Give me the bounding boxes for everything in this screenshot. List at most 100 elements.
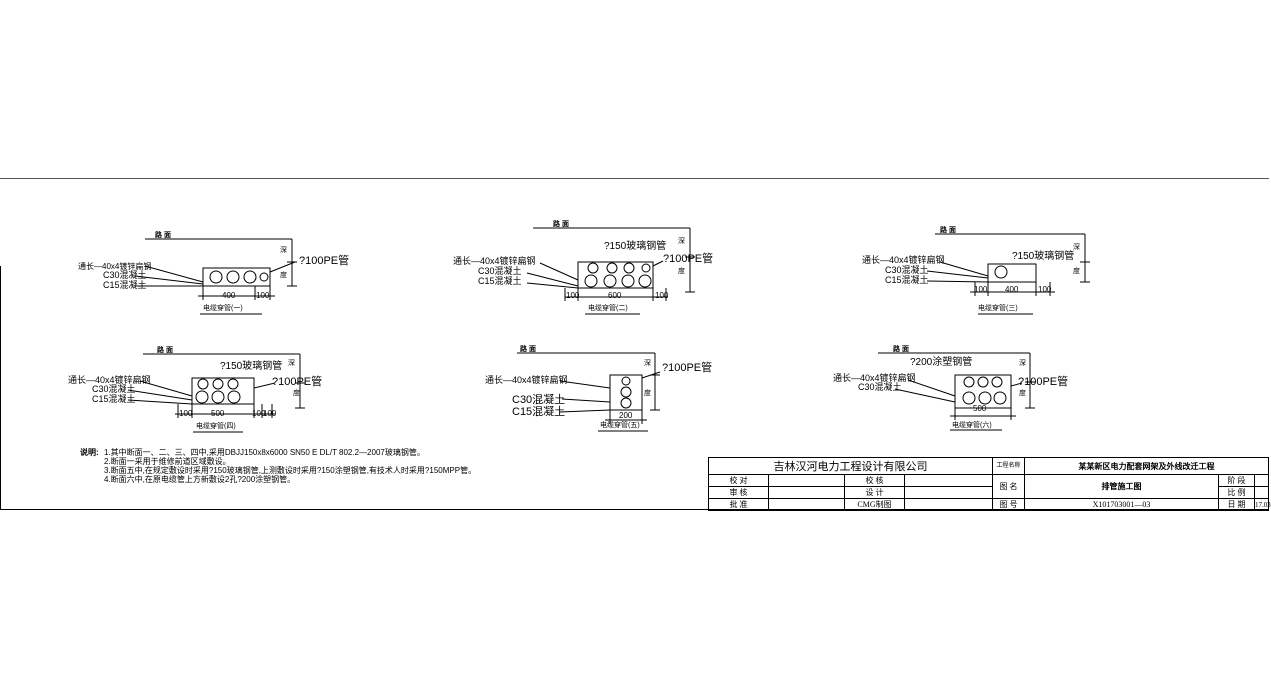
d1-depth-b: 度 [280, 272, 287, 279]
d5-layer-1: 通长—40x4镀锌扁钢 [485, 375, 568, 385]
tb-r2-c8 [1253, 474, 1270, 487]
d4-tube-label: ?100PE管 [272, 376, 323, 388]
d4-dim-4: 100 [263, 409, 277, 418]
tb-r2-c4 [904, 474, 993, 487]
d5-road: 路 面 [520, 346, 536, 353]
d3-caption: 电缆穿管(三) [978, 305, 1018, 312]
frame-bottom-line [0, 509, 1269, 510]
d6-layer-1: 通长—40x4镀锌扁钢 [833, 373, 916, 383]
d2-layer-3: C15混凝土 [478, 276, 522, 286]
d4-layer-3: C15混凝土 [92, 394, 136, 404]
d6-depth-b: 度 [1019, 390, 1026, 397]
d6-depth-a: 深 [1019, 360, 1026, 367]
d4-layer-2: C30混凝土 [92, 384, 136, 394]
tb-drawing-number: X101703001—03 [1024, 498, 1219, 511]
d4-depth-a: 深 [288, 360, 295, 367]
d2-extra-label: ?150玻璃钢管 [604, 241, 667, 252]
d2-dim-1: 100 [566, 291, 580, 300]
d4-road: 路 面 [157, 347, 173, 354]
d1-dim-1: 400 [222, 291, 236, 300]
d1-depth-a: 深 [280, 247, 287, 254]
d1-layer-2: C30混凝土 [103, 270, 147, 280]
tb-date: 17.03 [1253, 498, 1271, 511]
tb-r4-c5: 图 号 [992, 498, 1025, 511]
d4-layer-1: 通长—40x4镀锌扁钢 [68, 375, 151, 385]
d2-road: 路 面 [553, 221, 569, 228]
tb-r2-c1: 校 对 [708, 474, 769, 487]
frame-left-line [0, 266, 1, 510]
d4-depth-b: 度 [293, 390, 300, 397]
d5-layer-2: C30混凝土 [512, 394, 566, 406]
tb-r2-c3: 校 核 [844, 474, 905, 487]
detail-3-graphic [926, 233, 1090, 315]
d3-layer-3: C15混凝土 [885, 275, 929, 285]
d4-caption: 电缆穿管(四) [196, 423, 236, 430]
tb-project: 某某新区电力配套网架及外线改迁工程 [1023, 457, 1270, 475]
d4-dim-3: 100 [252, 409, 266, 418]
frame-top-line [0, 178, 1269, 179]
d4-extra-label: ?150玻璃钢管 [220, 361, 283, 372]
tb-r4-c7: 日 期 [1218, 498, 1255, 511]
note-line-2: 2.断面一采用于维修前道区域敷设。 [104, 457, 231, 466]
detail-1-graphic [134, 238, 297, 315]
d3-layer-2: C30混凝土 [885, 265, 929, 275]
tb-r4-c4 [904, 498, 993, 511]
d1-road: 路 面 [155, 232, 171, 239]
notes-lead: 说明: [80, 448, 99, 457]
tb-r2-c7: 阶 段 [1218, 474, 1255, 487]
d6-extra-label: ?200涂塑钢管 [910, 357, 973, 368]
tb-r3-c1: 审 核 [708, 486, 769, 499]
tb-r4-c3: CMG制图 [844, 498, 905, 511]
d2-layer-2: C30混凝土 [478, 266, 522, 276]
d3-extra-label: ?150玻璃钢管 [1012, 251, 1075, 262]
detail-5-graphic [517, 352, 661, 432]
d2-dim-2: 600 [608, 291, 622, 300]
detail-2-graphic [526, 227, 695, 315]
tb-r3-c8 [1253, 486, 1270, 499]
d6-dim-1: 500 [973, 404, 987, 413]
detail-4-graphic [127, 353, 305, 433]
tb-company: 吉林汉河电力工程设计有限公司 [708, 457, 993, 475]
d1-layer-3: C15混凝土 [103, 280, 147, 290]
d3-depth-a: 深 [1073, 244, 1080, 251]
d5-tube-label: ?100PE管 [662, 362, 713, 374]
d2-depth-a: 深 [678, 238, 685, 245]
d6-road: 路 面 [893, 346, 909, 353]
tb-r3-c7: 比 例 [1218, 486, 1255, 499]
d1-layer-1: 通长—40x4镀锌扁钢 [78, 262, 152, 271]
d5-dim-1: 200 [619, 411, 633, 420]
notes-block: 说明: 1.其中断面一、二、三、四中,采用DBJJ150x8x6000 SN50… [80, 448, 476, 484]
note-line-1: 1.其中断面一、二、三、四中,采用DBJJ150x8x6000 SN50 E D… [104, 448, 425, 457]
d5-depth-b: 度 [644, 390, 651, 397]
title-block: 吉林汉河电力工程设计有限公司 工程名称 某某新区电力配套网架及外线改迁工程 校 … [708, 457, 1271, 511]
d4-dim-2: 500 [211, 409, 225, 418]
d3-depth-b: 度 [1073, 268, 1080, 275]
tb-r2-c2 [768, 474, 845, 487]
d6-layer-2: C30混凝土 [858, 382, 902, 392]
tb-r3-c4 [904, 486, 993, 499]
detail-6-graphic [878, 352, 1035, 431]
d2-layer-1: 通长—40x4镀锌扁钢 [453, 256, 536, 266]
d4-dim-1: 100 [179, 409, 193, 418]
note-line-3: 3.断面五中,在规定敷设时采用?150玻璃钢管,上测敷设时采用?150涂塑钢管,… [104, 466, 477, 475]
note-line-4: 4.断面六中,在原电缆管上方新敷设2孔?200涂塑钢管。 [104, 475, 296, 484]
d3-layer-1: 通长—40x4镀锌扁钢 [862, 255, 945, 265]
d1-caption: 电缆穿管(一) [203, 305, 243, 312]
d5-layer-3: C15混凝土 [512, 406, 566, 418]
tb-r4-c2 [768, 498, 845, 511]
tb-r2-c5: 图 名 [992, 474, 1025, 499]
d1-dim-2: 100 [256, 291, 270, 300]
tb-project-label: 工程名称 [992, 457, 1025, 475]
tb-r3-c2 [768, 486, 845, 499]
d2-dim-3: 100 [655, 291, 669, 300]
tb-r3-c3: 设 计 [844, 486, 905, 499]
d5-caption: 电缆穿管(五) [600, 422, 640, 429]
d3-road: 路 面 [940, 227, 956, 234]
d2-depth-b: 度 [678, 268, 685, 275]
d1-tube-label: ?100PE管 [299, 255, 350, 267]
d6-tube-label: ?100PE管 [1018, 376, 1069, 388]
d3-dim-3: 100 [1038, 285, 1052, 294]
d6-caption: 电缆穿管(六) [952, 422, 992, 429]
d5-depth-a: 深 [644, 360, 651, 367]
